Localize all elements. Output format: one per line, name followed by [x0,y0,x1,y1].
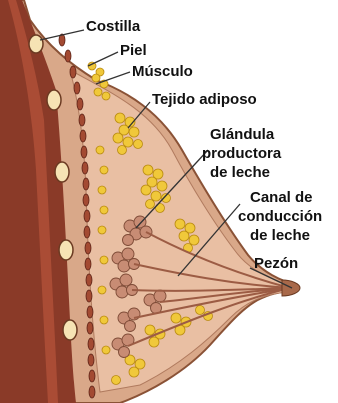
label-piel: Piel [120,42,147,59]
label-glandula-3: de leche [210,164,270,181]
label-musculo: Músculo [132,63,193,80]
label-costilla: Costilla [86,18,141,35]
label-canal-1: Canal de [250,189,313,206]
label-pezon: Pezón [254,255,298,272]
label-glandula-2: productora [202,145,282,162]
label-glandula-1: Glándula [210,126,275,143]
label-tejido-adiposo: Tejido adiposo [152,91,257,108]
label-canal-2: conducción [238,208,322,225]
label-canal-3: de leche [250,227,310,244]
